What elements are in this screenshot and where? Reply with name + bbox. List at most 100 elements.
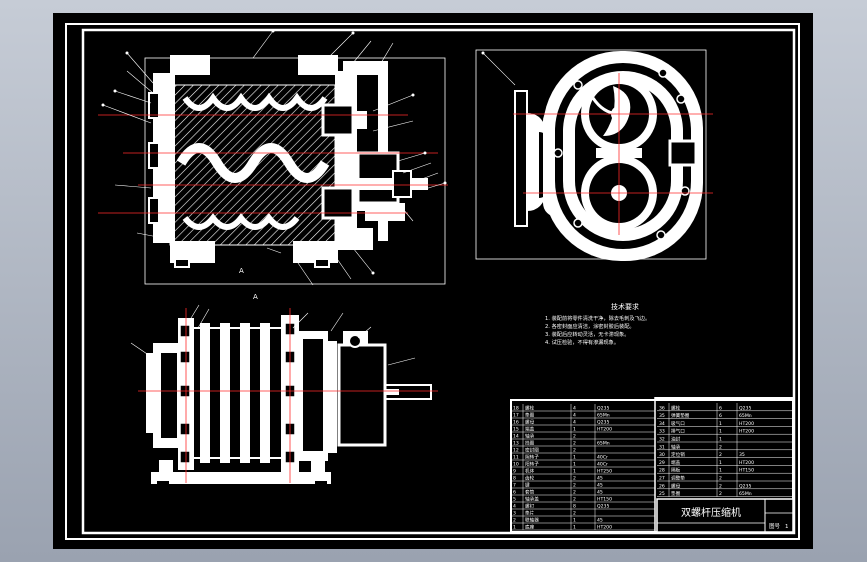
bom-cell-material: HT200 <box>597 525 612 531</box>
bom-cell-no: 32 <box>659 437 665 443</box>
bom-cell-no: 14 <box>513 434 519 440</box>
tech-req-line: 4. 试压检验，不得有渗漏现象。 <box>545 338 619 346</box>
bom-cell-name: 螺母 <box>671 482 681 489</box>
drawing-title: 双螺杆压缩机 <box>681 506 741 519</box>
bom-cell-no: 26 <box>659 483 665 489</box>
bom-cell-name: 联轴器 <box>525 517 539 524</box>
tech-req-heading: 技术要求 <box>611 302 639 311</box>
inner-frame <box>81 28 796 535</box>
bom-cell-name: 垫圈 <box>525 412 535 419</box>
drawing-sheet: A <box>53 13 813 549</box>
bom-cell-name: 油封 <box>671 436 681 443</box>
bom-cell-name: 隔板 <box>671 467 681 474</box>
bom-cell-name: 螺栓 <box>671 404 681 411</box>
bom-cell-no: 36 <box>659 405 665 411</box>
front-elevation-view: A <box>130 293 438 486</box>
cad-viewport[interactable]: A <box>53 13 813 549</box>
bom-cell-material: 65Mn <box>597 441 610 447</box>
bom-cell-material: 45 <box>597 490 603 496</box>
bom-cell-name: 键 <box>525 482 530 489</box>
bom-cell-material: Q235 <box>597 406 609 412</box>
bom-cell-name: 弹簧垫圈 <box>671 412 690 419</box>
bom-cell-material: Q235 <box>597 504 609 510</box>
bom-cell-no: 35 <box>659 413 665 419</box>
bom-cell-material: HT200 <box>739 460 754 466</box>
bom-cell-no: 15 <box>513 427 519 433</box>
bom-cell-name: 螺钉 <box>525 503 535 510</box>
bom-cell-name: 吸气口 <box>671 420 685 427</box>
bom-cell-material: HT200 <box>739 421 754 427</box>
tech-req-line: 1. 装配前将零件清洗干净，除去毛刺及飞边。 <box>545 314 650 322</box>
bom-cell-qty: 2 <box>719 491 722 497</box>
bom-cell-qty: 2 <box>719 483 722 489</box>
bom-cell-material: Q235 <box>597 420 609 426</box>
bom-cell-qty: 2 <box>573 441 576 447</box>
bom-cell-no: 16 <box>513 420 519 426</box>
bom-cell-name: 阳转子 <box>525 461 539 468</box>
bom-cell-no: 1 <box>513 525 516 531</box>
longitudinal-section-view: A <box>98 29 448 286</box>
bom-cell-qty: 1 <box>573 469 576 475</box>
bom-cell-qty: 1 <box>719 429 722 435</box>
bom-cell-qty: 2 <box>573 448 576 454</box>
bom-cell-no: 18 <box>513 406 519 412</box>
bom-cell-qty: 1 <box>573 518 576 524</box>
bom-cell-name: 垫圈 <box>671 490 681 497</box>
bom-cell-no: 5 <box>513 497 516 503</box>
view-marker: A <box>253 293 258 301</box>
bom-cell-qty: 1 <box>573 525 576 531</box>
bom-cell-no: 11 <box>513 455 519 461</box>
bom-cell-no: 34 <box>659 421 665 427</box>
bom-cell-material: 35 <box>739 452 745 458</box>
bom-cell-no: 25 <box>659 491 665 497</box>
bom-cell-qty: 1 <box>719 437 722 443</box>
bom-cell-name: 调整垫 <box>671 475 685 482</box>
bom-cell-name: 阴转子 <box>525 454 539 461</box>
sheet-label: 图号 <box>769 522 781 530</box>
bom-cell-material: 45 <box>597 476 603 482</box>
bom-cell-qty: 8 <box>573 504 576 510</box>
bom-cell-name: 密封圈 <box>525 447 539 454</box>
bom-cell-material: 45 <box>597 518 603 524</box>
section-marker: A <box>239 267 244 275</box>
bom-cell-no: 8 <box>513 476 516 482</box>
bom-cell-qty: 4 <box>573 406 576 412</box>
bom-cell-material: 65Mn <box>597 413 610 419</box>
bom-cell-name: 齿轮 <box>525 475 535 482</box>
bom-cell-name: 端盖 <box>671 459 681 466</box>
bom-cell-no: 4 <box>513 504 516 510</box>
bom-cell-no: 7 <box>513 483 516 489</box>
bom-cell-material: HT200 <box>597 427 612 433</box>
bom-cell-name: 端盖 <box>525 426 535 433</box>
bom-cell-qty: 1 <box>719 421 722 427</box>
bom-cell-material: 65Mn <box>739 413 752 419</box>
bom-cell-no: 3 <box>513 511 516 517</box>
bom-cell-qty: 6 <box>719 405 722 411</box>
bom-cell-no: 31 <box>659 444 665 450</box>
bom-cell-qty: 1 <box>573 427 576 433</box>
bom-cell-qty: 2 <box>573 490 576 496</box>
bom-cell-name: 排气口 <box>671 428 685 435</box>
bom-cell-qty: 2 <box>573 434 576 440</box>
bom-cell-name: 定位销 <box>671 451 685 458</box>
tech-req-line: 3. 装配后应转动灵活，无卡滞现象。 <box>545 330 629 338</box>
bom-cell-qty: 4 <box>573 420 576 426</box>
bom-cell-no: 28 <box>659 468 665 474</box>
bom-cell-no: 6 <box>513 490 516 496</box>
bom-cell-material: HT200 <box>739 429 754 435</box>
bom-cell-qty: 1 <box>573 455 576 461</box>
bom-cell-qty: 4 <box>573 413 576 419</box>
bom-cell-material: 65Mn <box>739 491 752 497</box>
bom-cell-qty: 2 <box>719 452 722 458</box>
bom-cell-no: 13 <box>513 441 519 447</box>
bom-cell-name: 底座 <box>525 524 535 531</box>
bom-cell-name: 机体 <box>525 468 535 475</box>
bom-cell-qty: 2 <box>573 497 576 503</box>
bom-cell-no: 17 <box>513 413 519 419</box>
bom-cell-name: 垫片 <box>525 510 535 517</box>
technical-requirements: 技术要求 1. 装配前将零件清洗干净，除去毛刺及飞边。 2. 各密封面应清洁，涂… <box>545 302 650 346</box>
bom-cell-qty: 2 <box>573 511 576 517</box>
bom-cell-material: 45 <box>597 483 603 489</box>
